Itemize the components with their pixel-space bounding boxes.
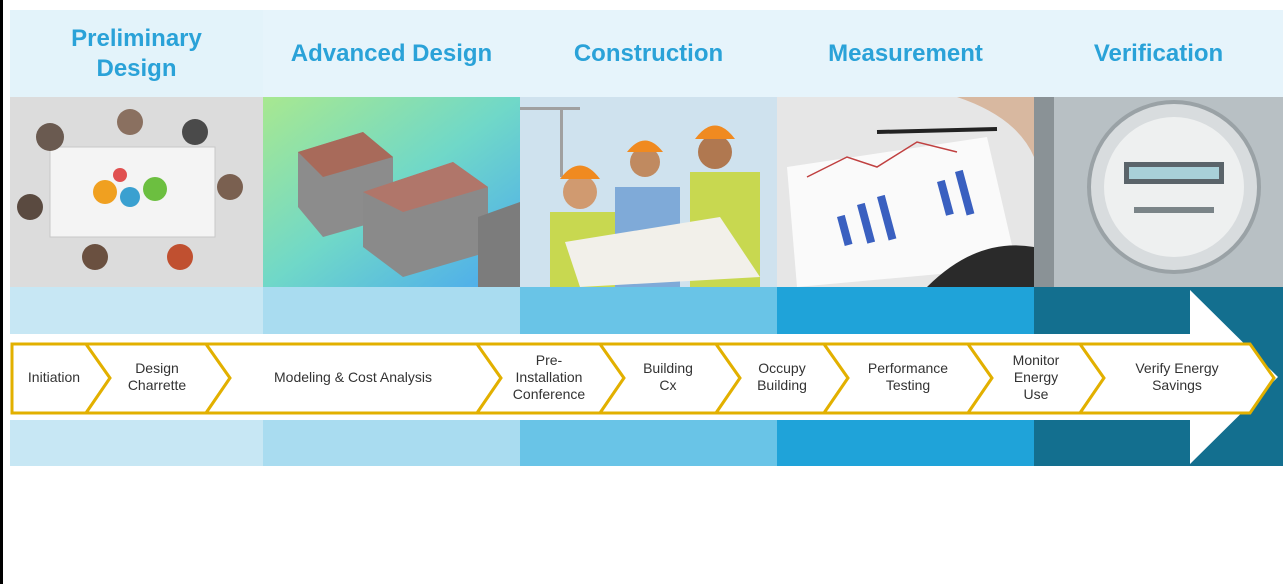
phase-title: Construction bbox=[520, 10, 777, 97]
phase-title: Measurement bbox=[777, 10, 1034, 97]
step-occupy-building: Occupy Building bbox=[757, 360, 807, 393]
construction-workers-photo bbox=[520, 97, 777, 287]
step-building-cx: Building Cx bbox=[643, 360, 693, 393]
step-performance-testing: Performance Testing bbox=[867, 360, 949, 393]
step-design-charrette: Design Charrette bbox=[127, 360, 187, 393]
energy-meter-photo bbox=[1034, 97, 1283, 287]
phase-title: Preliminary Design bbox=[10, 10, 263, 97]
step-verify-energy-savings: Verify Energy Savings bbox=[1135, 360, 1219, 393]
step-modeling-cost-analysis: Modeling & Cost Analysis bbox=[274, 368, 432, 385]
charts-analysis-photo bbox=[777, 97, 1034, 287]
meeting-table-photo bbox=[10, 97, 263, 287]
phase-title: Advanced Design bbox=[263, 10, 520, 97]
phase-title: Verification bbox=[1034, 10, 1283, 97]
step-pre-installation-conference: Pre- Installation Conference bbox=[512, 351, 586, 402]
building-model-photo bbox=[263, 97, 520, 287]
step-monitor-energy-use: Monitor Energy Use bbox=[1012, 351, 1060, 402]
step-initiation: Initiation bbox=[27, 368, 81, 385]
left-frame-border bbox=[0, 0, 3, 584]
